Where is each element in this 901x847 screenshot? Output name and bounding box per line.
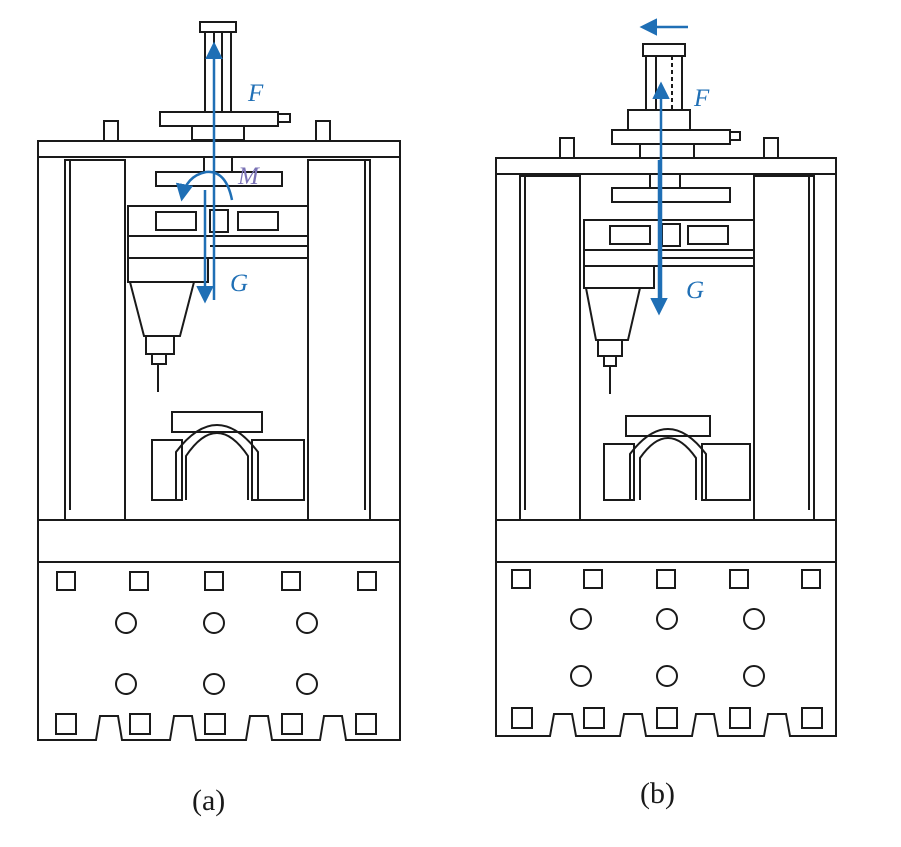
panel-b-force-arrows — [639, 18, 688, 316]
panel-b-gravity-label: G — [686, 277, 704, 304]
panel-a-force-label: F — [247, 80, 264, 107]
panel-b-machine — [495, 43, 837, 737]
panel-a-gravity-label: G — [230, 270, 248, 297]
panel-a-caption: (a) — [192, 784, 226, 817]
panel-a-moment-m-arrow — [175, 170, 234, 202]
panel-a-force-arrows — [175, 41, 234, 304]
panel-b-caption: (b) — [640, 777, 675, 810]
panel-b-force-label: F — [693, 85, 710, 112]
panel-a-machine — [37, 21, 401, 741]
panel-a-moment-label: M — [237, 163, 260, 190]
